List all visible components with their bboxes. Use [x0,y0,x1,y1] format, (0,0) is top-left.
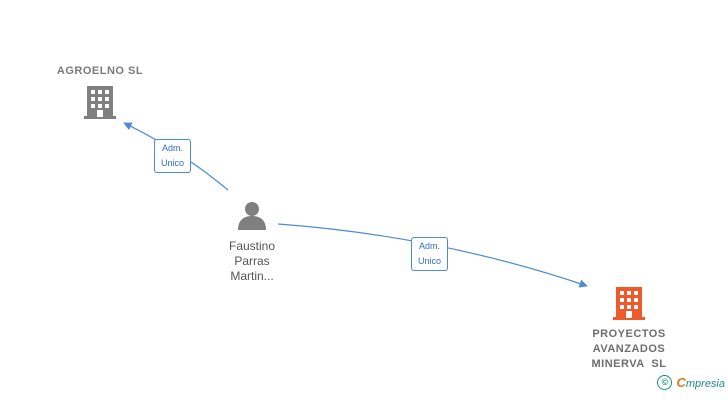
company-name-line-3: MINERVA SL [591,358,667,370]
node-agroelno[interactable]: AGROELNO SL [40,64,160,124]
edge-label-line-2: Unico [418,256,442,266]
brand-rest: mpresia [685,378,725,390]
edge-label-line-1: Adm. [419,241,441,251]
person-name-line-3: Martin... [230,269,274,283]
brand-initial: C [676,375,686,390]
edge-label-agroelno[interactable]: Adm. Unico [154,139,192,173]
person-name: Faustino Parras Martin... [212,239,292,284]
person-icon [238,202,266,230]
company-name-proyectos: PROYECTOS AVANZADOS MINERVA SL [569,327,689,372]
edge-label-proyectos[interactable]: Adm. Unico [411,237,449,271]
brand-name: Cmpresia [676,375,725,390]
node-person[interactable]: Faustino Parras Martin... [212,200,292,284]
building-icon [613,287,645,320]
company-name-line-2: AVANZADOS [592,343,666,355]
node-proyectos[interactable]: PROYECTOS AVANZADOS MINERVA SL [569,284,689,372]
copyright-icon: © [657,375,673,390]
company-name-agroelno: AGROELNO SL [56,65,144,77]
empresia-watermark: © Cmpresia [657,375,725,390]
edge-label-line-2: Unico [161,158,185,168]
edge-label-line-1: Adm. [162,143,184,153]
building-icon [84,86,116,119]
company-name-line-1: PROYECTOS [592,328,666,340]
person-name-line-2: Parras [234,254,270,268]
person-name-line-1: Faustino [228,239,276,253]
